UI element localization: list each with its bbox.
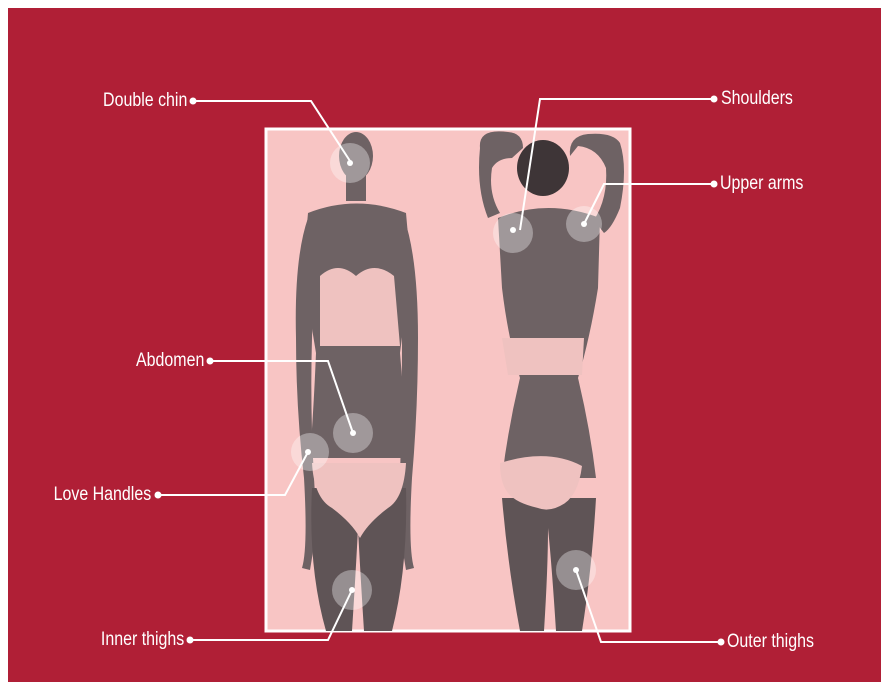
marker-dot-love-handles [305,449,311,455]
front-bra [320,268,400,346]
dot-upper-arms [711,181,718,188]
dot-abdomen [207,358,214,365]
dot-double-chin [190,98,197,105]
label-love-handles: Love Handles [53,484,151,506]
back-bra-band [502,338,584,375]
dot-outer-thighs [718,639,725,646]
dot-shoulders [711,96,718,103]
infographic: Double chin Abdomen Love Handles Inner t… [8,8,881,682]
label-shoulders: Shoulders [721,88,793,110]
label-inner-thighs: Inner thighs [101,629,184,651]
marker-dot-upper-arms [581,221,587,227]
label-abdomen: Abdomen [136,350,204,372]
marker-dot-double-chin [347,160,353,166]
marker-dot-outer-thighs [573,567,579,573]
back-head [517,140,569,196]
marker-dot-shoulders [510,227,516,233]
label-upper-arms: Upper arms [720,173,803,195]
marker-dot-inner-thighs [349,587,355,593]
label-outer-thighs: Outer thighs [727,631,814,653]
dot-inner-thighs [187,637,194,644]
label-double-chin: Double chin [103,90,187,112]
dot-love-handles [155,492,162,499]
marker-dot-abdomen [350,430,356,436]
